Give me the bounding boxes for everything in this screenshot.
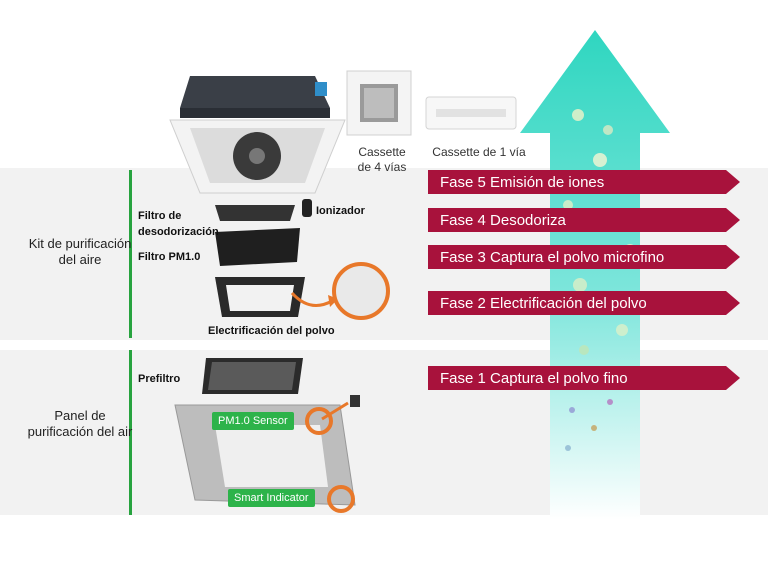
label-electrificacion: Electrificación del polvo: [208, 325, 335, 337]
cassette-1way-image: [425, 96, 517, 130]
electrification-frame-image: [215, 277, 305, 317]
phase-1-text: Fase 1 Captura el polvo fino: [440, 370, 628, 387]
ionizer-image: [302, 199, 312, 217]
airflow-arrow: [520, 30, 670, 520]
cassette-4way-image: [346, 70, 412, 136]
prefilter-image: [202, 358, 303, 394]
smart-indicator-tag: Smart Indicator: [228, 489, 315, 507]
pm-filter-image: [215, 228, 300, 266]
label-prefiltro: Prefiltro: [138, 373, 181, 385]
label-ionizador: Ionizador: [316, 205, 365, 217]
label-filtro-desodorizacion: Filtro de desodorización: [138, 210, 219, 238]
label-filtro-pm: Filtro PM1.0: [138, 251, 201, 263]
panel-section-line: [129, 350, 132, 515]
pm-sensor-tag: PM1.0 Sensor: [212, 412, 294, 430]
cassette-4way-caption: Cassette de 4 vías: [357, 145, 407, 174]
phase-4-text: Fase 4 Desodoriza: [440, 212, 566, 229]
panel-section-label: Panel de purificación del air: [27, 408, 133, 439]
kit-section-label: Kit de purificación del aire: [28, 236, 132, 267]
phase-5-text: Fase 5 Emisión de iones: [440, 174, 605, 191]
phase-3-text: Fase 3 Captura el polvo microfino: [440, 249, 665, 266]
sensor-highlight-circle: [305, 407, 333, 435]
deodorization-filter-image: [215, 205, 295, 221]
cassette-1way-caption: Cassette de 1 vía: [432, 145, 526, 159]
electrification-detail-circle: [332, 262, 390, 320]
indicator-highlight-circle: [327, 485, 355, 513]
cassette-unit-illustration: [169, 76, 346, 194]
phase-2-text: Fase 2 Electrificación del polvo: [440, 295, 647, 312]
kit-section-line: [129, 170, 132, 338]
